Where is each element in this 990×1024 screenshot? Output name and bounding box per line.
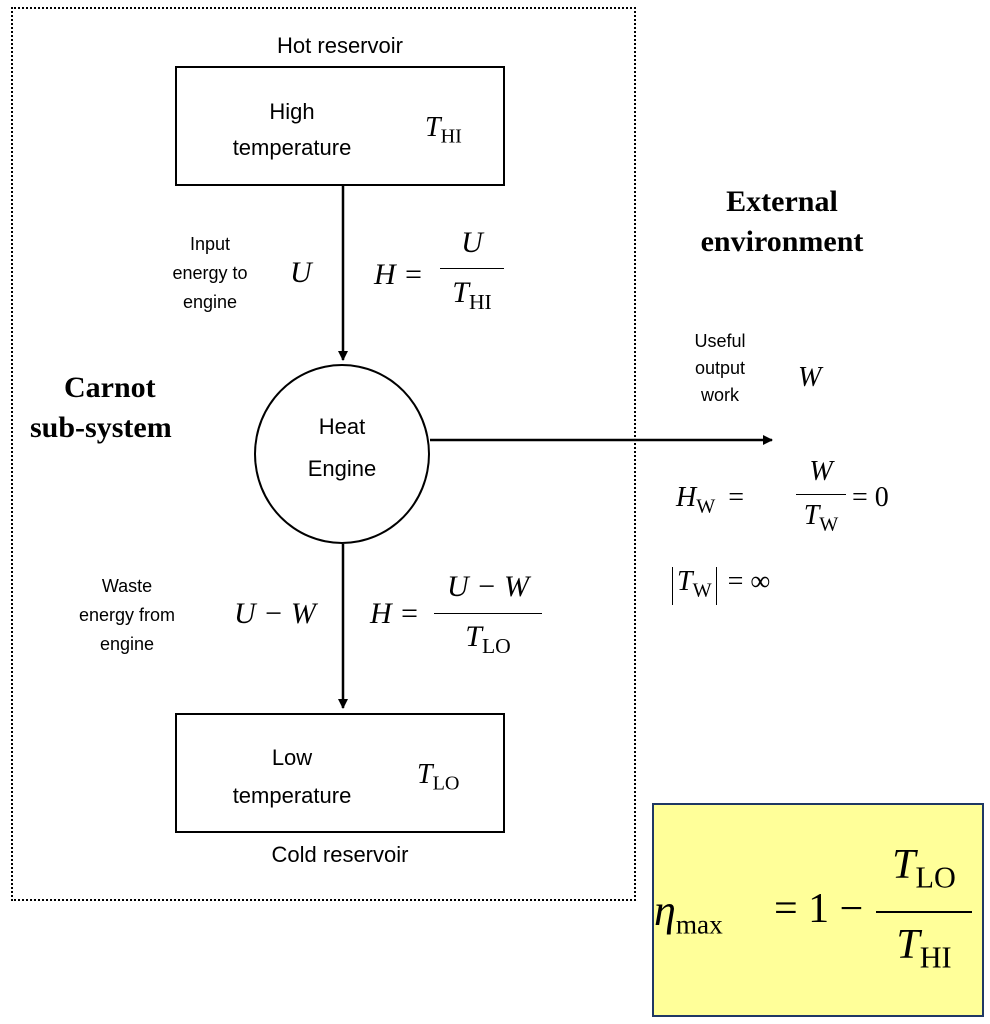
eta-num-sub: LO — [915, 860, 956, 895]
input-fraction-bar — [440, 268, 504, 269]
cold-reservoir-box: Low temperature TLO — [175, 713, 505, 833]
external-title-line2: environment — [700, 225, 864, 258]
hot-T: T — [425, 112, 441, 143]
input-energy-label: Input energy to engine — [160, 230, 260, 317]
hot-reservoir-label: High temperature — [197, 94, 387, 166]
hw-denominator: TW — [796, 500, 846, 536]
hw-lhs: HW = — [676, 482, 744, 518]
eta-num-T: T — [892, 842, 916, 888]
eta-sub: max — [675, 909, 723, 940]
hot-label-line2: temperature — [232, 135, 352, 160]
cold-label-line1: Low — [271, 745, 313, 770]
subsystem-title-line2: sub-system — [30, 411, 172, 444]
waste-label-line3: engine — [99, 634, 155, 654]
external-title-line1: External — [726, 185, 838, 218]
eta-lhs: ηmax — [654, 885, 723, 941]
input-entropy-numerator: U — [461, 226, 483, 259]
output-label-line3: work — [700, 385, 739, 405]
cold-T-sub: LO — [432, 772, 460, 795]
eta-den-sub: HI — [919, 940, 952, 975]
engine-label-line2: Engine — [307, 456, 377, 481]
hot-temperature-symbol: THI — [425, 112, 462, 148]
hw-den-T: T — [803, 500, 820, 531]
waste-energy-symbol: U − W — [234, 597, 316, 630]
input-energy-symbol: U — [290, 256, 312, 289]
carnot-subsystem-boundary — [11, 7, 636, 901]
waste-energy-label: Waste energy from engine — [52, 572, 202, 659]
hot-T-sub: HI — [440, 125, 462, 148]
tw-infinite: TW = ∞ — [672, 566, 771, 606]
hw-numerator: W — [809, 456, 833, 487]
input-entropy-denominator: THI — [440, 276, 504, 315]
input-label-line1: Input — [189, 234, 231, 254]
tw-result: = ∞ — [727, 566, 771, 597]
eta-symbol: η — [654, 886, 676, 935]
output-label-line1: Useful — [694, 331, 746, 351]
hw-H: H — [676, 482, 697, 513]
hw-H-sub: W — [696, 495, 716, 518]
cold-T: T — [417, 759, 433, 790]
input-entropy-lhs: H = — [374, 258, 423, 292]
cold-reservoir-label: Low temperature — [197, 739, 387, 815]
tw-abs: TW — [672, 566, 717, 606]
hw-den-sub: W — [819, 513, 839, 536]
external-environment-title: External environment — [662, 182, 902, 262]
input-den-sub: HI — [468, 289, 492, 314]
cold-temperature-symbol: TLO — [417, 759, 459, 795]
output-work-label: Useful output work — [680, 328, 760, 409]
eta-den-T: T — [896, 922, 920, 968]
hw-result: = 0 — [852, 482, 889, 513]
max-efficiency-box: ηmax = 1 − TLO THI — [652, 803, 984, 1017]
output-work-symbol: W — [798, 362, 822, 393]
hw-eq: = — [728, 482, 745, 513]
waste-entropy-numerator: U − W — [447, 570, 529, 603]
waste-H-eq: H = — [370, 597, 420, 630]
waste-label-line2: energy from — [78, 605, 176, 625]
eta-numerator: TLO — [876, 841, 972, 896]
hot-label-line1: High — [269, 99, 315, 124]
input-label-line3: engine — [182, 292, 238, 312]
eta-denominator: THI — [876, 921, 972, 976]
heat-engine-label: Heat Engine — [256, 406, 428, 490]
waste-den-sub: LO — [481, 633, 511, 658]
tw-T: T — [677, 566, 693, 597]
waste-entropy-lhs: H = — [370, 597, 419, 631]
hot-reservoir-box: High temperature THI — [175, 66, 505, 186]
input-den-T: T — [452, 276, 469, 309]
heat-engine: Heat Engine — [254, 364, 430, 544]
waste-den-T: T — [465, 620, 482, 653]
cold-reservoir-caption: Cold reservoir — [271, 842, 409, 867]
carnot-subsystem-title: Carnot sub-system — [30, 368, 172, 448]
hw-fraction-bar — [796, 494, 846, 495]
eta-rhs: = 1 − — [774, 886, 864, 932]
waste-fraction-bar — [434, 613, 542, 614]
tw-T-sub: W — [692, 579, 712, 602]
input-label-line2: energy to — [172, 263, 248, 283]
hot-reservoir-caption: Hot reservoir — [277, 33, 403, 58]
waste-entropy-denominator: TLO — [434, 620, 542, 659]
cold-label-line2: temperature — [232, 783, 352, 808]
subsystem-title-line1: Carnot — [64, 371, 156, 404]
waste-label-line1: Waste — [101, 576, 153, 596]
input-H-eq: H = — [374, 258, 424, 291]
engine-label-line1: Heat — [318, 414, 366, 439]
eta-fraction-bar — [876, 911, 972, 913]
output-label-line2: output — [694, 358, 746, 378]
